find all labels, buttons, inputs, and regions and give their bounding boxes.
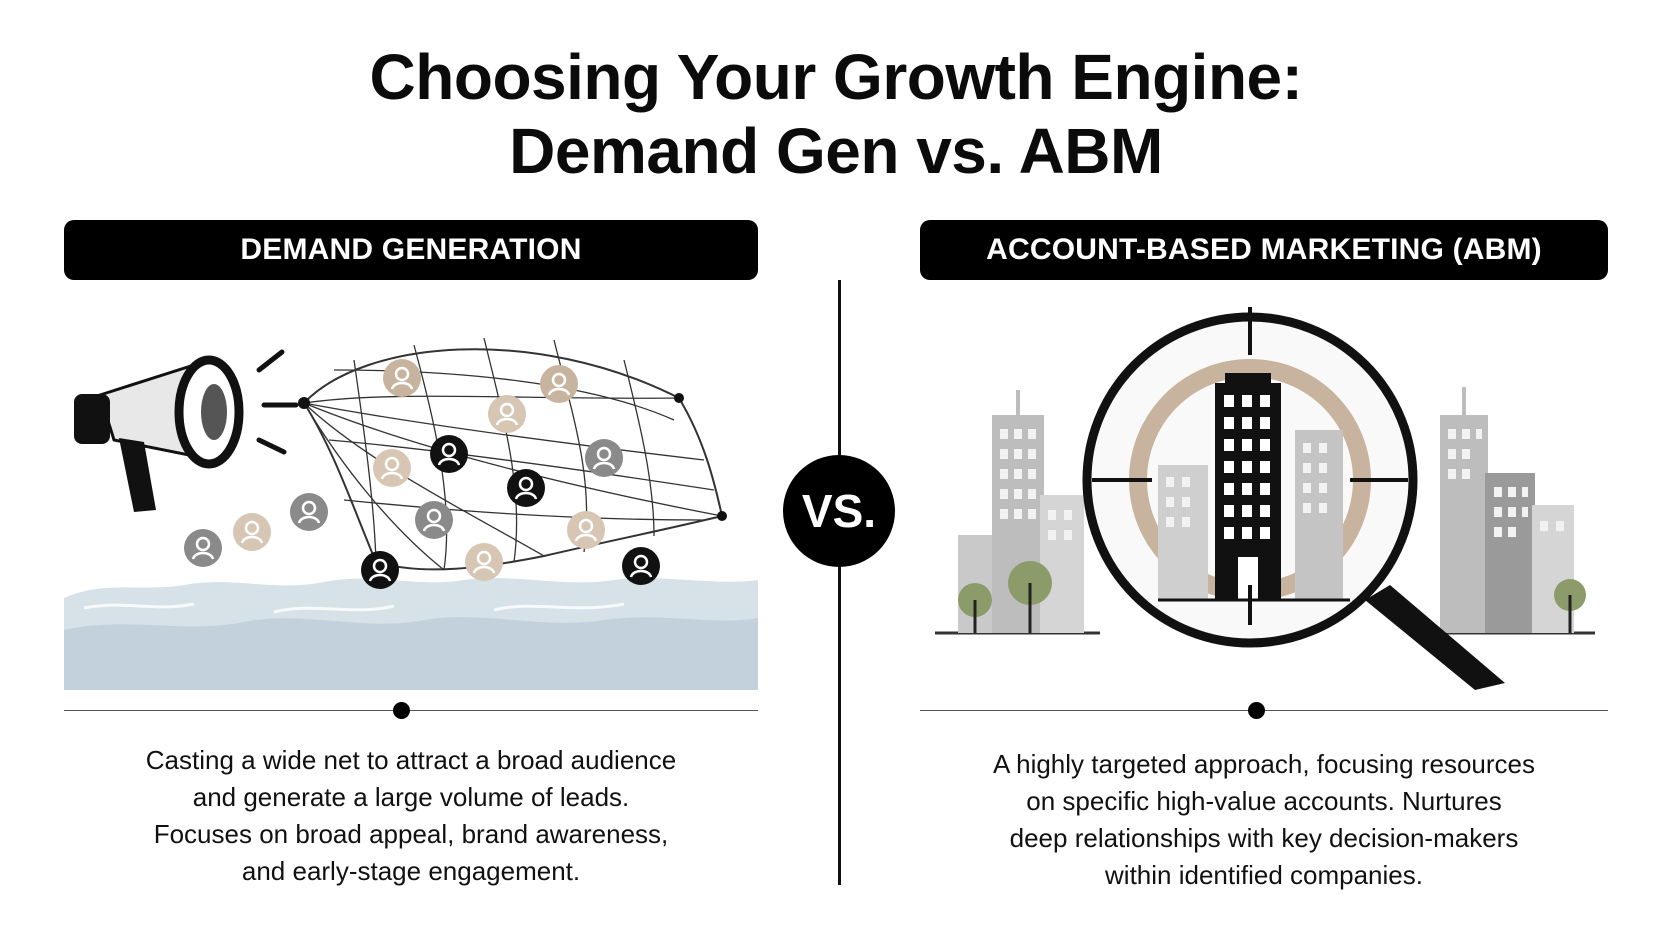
abm-illustration — [935, 307, 1595, 690]
person-icon — [233, 513, 271, 551]
desc-line: A highly targeted approach, focusing res… — [992, 749, 1535, 779]
person-icon — [415, 501, 453, 539]
desc-line: deep relationships with key decision-mak… — [1009, 823, 1519, 853]
person-icon — [373, 449, 411, 487]
title-line-1: Choosing Your Growth Engine: — [369, 41, 1303, 113]
magnifying-glass-icon — [1082, 312, 1418, 648]
desc-line: within identified companies. — [1105, 860, 1423, 890]
person-icon — [430, 435, 468, 473]
desc-line: and generate a large volume of leads. — [192, 782, 630, 812]
abm-header: ACCOUNT-BASED MARKETING (ABM) — [920, 220, 1608, 280]
center-divider — [838, 280, 841, 885]
person-icons — [184, 359, 660, 589]
desc-line: on specific high-value accounts. Nurture… — [1026, 786, 1502, 816]
building-icon — [1440, 387, 1574, 633]
demand-gen-illustration — [64, 337, 758, 690]
demand-gen-header: DEMAND GENERATION — [64, 220, 758, 280]
tree-icon — [958, 561, 1586, 633]
desc-line: Casting a wide net to attract a broad au… — [145, 745, 677, 775]
left-rule — [64, 710, 758, 711]
person-icon — [361, 551, 399, 589]
water-icon — [64, 578, 758, 690]
page-title: Choosing Your Growth Engine: Demand Gen … — [0, 40, 1672, 188]
person-icon — [290, 493, 328, 531]
person-icon — [540, 365, 578, 403]
person-icon — [507, 469, 545, 507]
person-icon — [488, 395, 526, 433]
right-rule-dot — [1248, 702, 1265, 719]
title-line-2: Demand Gen vs. ABM — [509, 115, 1163, 187]
person-icon — [585, 439, 623, 477]
building-icon — [1158, 373, 1350, 602]
person-icon — [465, 543, 503, 581]
abm-description: A highly targeted approach, focusing res… — [920, 746, 1608, 894]
person-icon — [184, 529, 222, 567]
person-icon — [383, 359, 421, 397]
megaphone-icon — [74, 349, 299, 512]
vs-badge: VS. — [783, 455, 895, 567]
desc-line: and early-stage engagement. — [241, 856, 581, 886]
desc-line: Focuses on broad appeal, brand awareness… — [153, 819, 669, 849]
left-rule-dot — [393, 702, 410, 719]
net-icon — [298, 337, 727, 571]
person-icon — [567, 511, 605, 549]
person-icon — [622, 547, 660, 585]
demand-gen-description: Casting a wide net to attract a broad au… — [64, 742, 758, 890]
magnifying-glass-handle — [1365, 585, 1505, 690]
